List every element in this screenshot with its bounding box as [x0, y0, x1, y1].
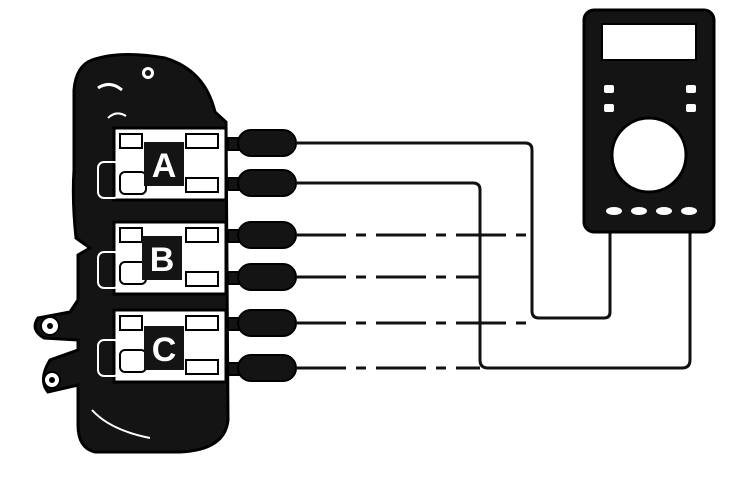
probe-plug-6 — [237, 354, 297, 382]
probe-plug-1 — [237, 129, 297, 157]
indicator-light-1 — [604, 85, 614, 93]
indicator-light-3 — [686, 85, 696, 93]
dashed-leads — [296, 233, 532, 370]
connector-block-b — [97, 220, 228, 296]
connector-label-b: B — [150, 241, 175, 279]
multimeter — [582, 8, 716, 234]
rotary-dial-icon — [610, 116, 688, 194]
input-jack-1 — [606, 207, 622, 215]
connector-block-a — [97, 126, 228, 202]
probe-plug-3 — [237, 221, 297, 249]
connector-block-c — [97, 308, 228, 384]
indicator-light-2 — [604, 104, 614, 112]
connector-label-c: C — [152, 331, 177, 369]
input-jack-2 — [631, 207, 647, 215]
test-leads — [296, 141, 692, 370]
multimeter-display — [601, 23, 697, 61]
probe-plug-4 — [237, 263, 297, 291]
input-jack-3 — [656, 207, 672, 215]
test-lead-2 — [296, 181, 692, 370]
probe-plug-5 — [237, 309, 297, 337]
test-lead-1 — [296, 141, 612, 320]
input-jack-4 — [681, 207, 697, 215]
connector-label-a: A — [152, 147, 177, 185]
indicator-light-4 — [686, 104, 696, 112]
probe-plugs — [227, 129, 297, 382]
probe-plug-2 — [237, 169, 297, 197]
